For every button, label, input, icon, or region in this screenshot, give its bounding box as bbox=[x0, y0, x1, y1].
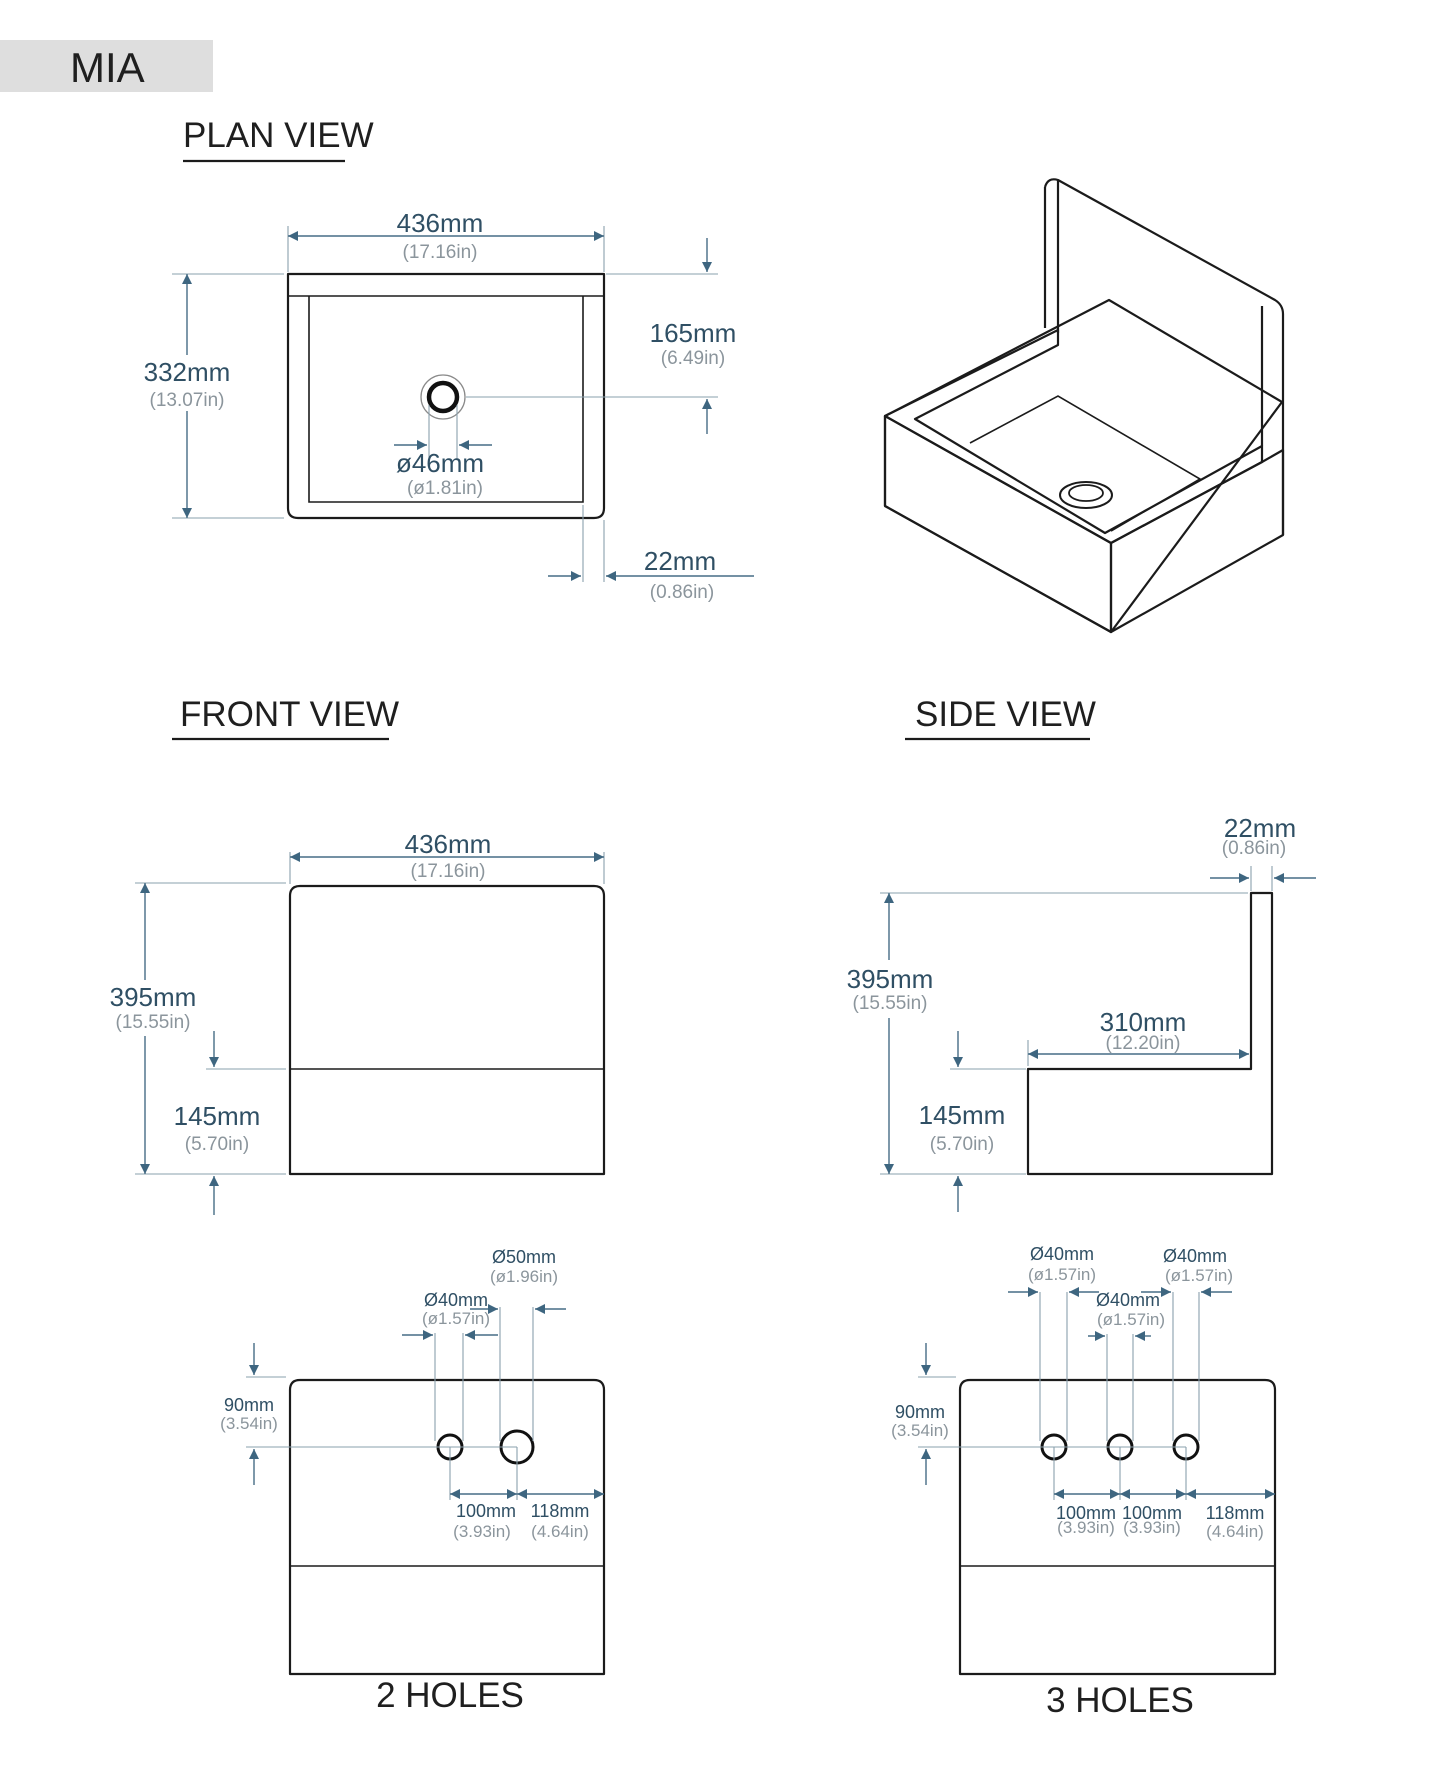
two-holes-edge-in: (4.64in) bbox=[531, 1522, 589, 1541]
plan-basin-inner bbox=[308, 296, 584, 503]
front-view-title: FRONT VIEW bbox=[180, 695, 399, 734]
plan-width-mm: 436mm bbox=[397, 208, 484, 238]
side-depth-mm: 310mm bbox=[1100, 1007, 1187, 1037]
plan-depth-in: (13.07in) bbox=[150, 390, 225, 411]
three-holes-spacing-b-mm: 100mm bbox=[1122, 1503, 1182, 1523]
iso-drain-icon bbox=[1068, 484, 1104, 502]
plan-drain-mm: ø46mm bbox=[396, 448, 484, 478]
badge-label: MIA bbox=[70, 44, 145, 91]
three-holes-title: 3 HOLES bbox=[1046, 1681, 1194, 1720]
plan-wall-mm: 22mm bbox=[644, 546, 716, 576]
front-basin-mm: 145mm bbox=[174, 1101, 261, 1131]
front-height-in: (15.55in) bbox=[116, 1012, 191, 1033]
front-height-label-mask bbox=[100, 980, 210, 1036]
three-holes-spacing-a-mm: 100mm bbox=[1056, 1503, 1116, 1523]
plan-offset-in: (6.49in) bbox=[661, 348, 725, 369]
two-holes-spacing-in: (3.93in) bbox=[453, 1522, 511, 1541]
drain-icon bbox=[426, 380, 460, 414]
two-holes-height-in: (3.54in) bbox=[220, 1414, 278, 1433]
sink-isometric-icon bbox=[883, 178, 1285, 634]
side-wall-in: (0.86in) bbox=[1222, 838, 1286, 859]
side-height-in: (15.55in) bbox=[853, 993, 928, 1014]
three-holes-right-mm: Ø40mm bbox=[1163, 1246, 1227, 1266]
front-view: FRONT VIEW 436mm (17.16in) 395mm (15.55i… bbox=[100, 695, 606, 1215]
plan-depth-label-mask bbox=[138, 355, 234, 411]
two-holes-view: Ø50mm (ø1.96in) Ø40mm (ø1.57in) 90mm (3.… bbox=[220, 1247, 606, 1715]
side-basin-in: (5.70in) bbox=[930, 1134, 994, 1155]
side-height-mm: 395mm bbox=[847, 964, 934, 994]
side-depth-in: (12.20in) bbox=[1106, 1033, 1181, 1054]
product-badge: MIA bbox=[0, 40, 213, 92]
three-holes-left-mm: Ø40mm bbox=[1030, 1244, 1094, 1264]
plan-drain-in: (ø1.81in) bbox=[407, 478, 483, 499]
iso-front-face bbox=[883, 414, 1113, 634]
front-height-mm: 395mm bbox=[110, 982, 197, 1012]
side-view: SIDE VIEW 22mm (0.86in) 395mm (15.55in) … bbox=[845, 695, 1316, 1212]
plan-width-in: (17.16in) bbox=[403, 242, 478, 263]
iso-basin-floor bbox=[969, 395, 1202, 532]
three-holes-left-in: (ø1.57in) bbox=[1028, 1265, 1096, 1284]
three-holes-edge-mm: 118mm bbox=[1206, 1503, 1265, 1523]
side-height-label-mask bbox=[845, 960, 955, 1018]
side-profile bbox=[1026, 891, 1274, 1176]
two-holes-d50-mm: Ø50mm bbox=[492, 1247, 556, 1267]
three-holes-height-in: (3.54in) bbox=[891, 1421, 949, 1440]
front-width-mm: 436mm bbox=[405, 829, 492, 859]
side-basin-mm: 145mm bbox=[919, 1100, 1006, 1130]
plan-view-title: PLAN VIEW bbox=[183, 116, 374, 155]
plan-drain-flange bbox=[420, 374, 466, 420]
two-holes-edge-mm: 118mm bbox=[531, 1501, 590, 1521]
iso-outer-silhouette bbox=[883, 298, 1284, 634]
side-view-title: SIDE VIEW bbox=[915, 695, 1096, 734]
three-holes-spacing-b-in: (3.93in) bbox=[1123, 1518, 1181, 1537]
three-holes-spacing-a-in: (3.93in) bbox=[1057, 1518, 1115, 1537]
three-holes-right-in: (ø1.57in) bbox=[1165, 1266, 1233, 1285]
three-holes-outline bbox=[958, 1378, 1277, 1676]
two-holes-d50-in: (ø1.96in) bbox=[490, 1267, 558, 1286]
plan-outline bbox=[286, 272, 606, 520]
two-holes-outline bbox=[288, 1378, 606, 1676]
iso-backsplash-top bbox=[1043, 178, 1285, 535]
front-basin-in: (5.70in) bbox=[185, 1134, 249, 1155]
three-holes-mid-in: (ø1.57in) bbox=[1097, 1310, 1165, 1329]
front-width-in: (17.16in) bbox=[411, 861, 486, 882]
plan-offset-mm: 165mm bbox=[650, 318, 737, 348]
iso-rim bbox=[883, 328, 1264, 545]
iso-side-face bbox=[1109, 448, 1285, 634]
two-holes-d40-in: (ø1.57in) bbox=[422, 1309, 490, 1328]
two-holes-spacing-mm: 100mm bbox=[456, 1501, 516, 1521]
two-holes-title: 2 HOLES bbox=[376, 1676, 524, 1715]
three-holes-view: Ø40mm (ø1.57in) Ø40mm (ø1.57in) Ø40mm (ø… bbox=[891, 1244, 1277, 1720]
two-holes-height-mm: 90mm bbox=[224, 1395, 274, 1415]
plan-wall-in: (0.86in) bbox=[650, 582, 714, 603]
three-holes-height-mm: 90mm bbox=[895, 1402, 945, 1422]
badge-background bbox=[0, 40, 213, 92]
front-outline bbox=[288, 884, 606, 1176]
plan-depth-mm: 332mm bbox=[144, 357, 231, 387]
three-holes-edge-in: (4.64in) bbox=[1206, 1522, 1264, 1541]
two-holes-d40-mm: Ø40mm bbox=[424, 1290, 488, 1310]
plan-view: PLAN VIEW 436mm (17.16in) 332mm (13.07in… bbox=[138, 116, 754, 603]
side-wall-mm: 22mm bbox=[1224, 813, 1296, 843]
three-holes-mid-mm: Ø40mm bbox=[1096, 1290, 1160, 1310]
